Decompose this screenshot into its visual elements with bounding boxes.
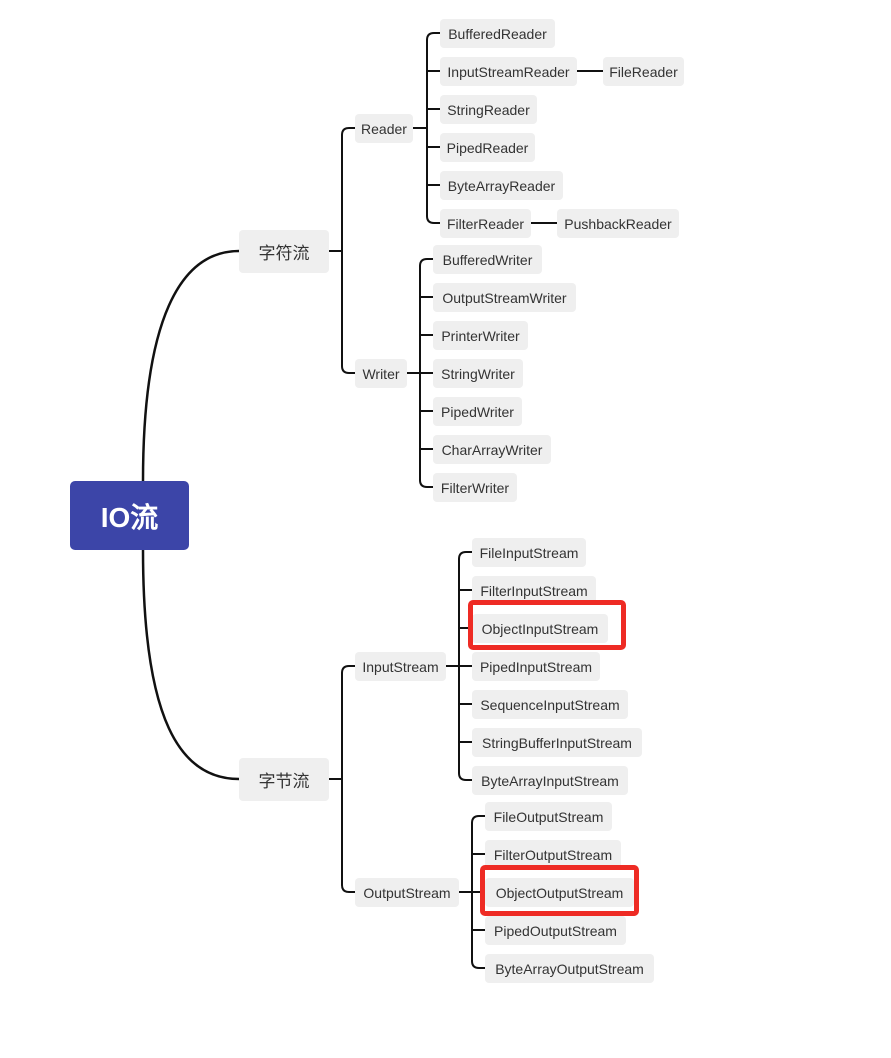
- node-pipedreader[interactable]: PipedReader: [440, 133, 535, 162]
- node-filterinputstream[interactable]: FilterInputStream: [472, 576, 596, 605]
- branch-node-byte-streams[interactable]: 字节流: [239, 758, 329, 801]
- node-objectoutputstream[interactable]: ObjectOutputStream: [485, 878, 634, 907]
- node-chararraywriter[interactable]: CharArrayWriter: [433, 435, 551, 464]
- node-fileoutputstream[interactable]: FileOutputStream: [485, 802, 612, 831]
- connector-byte-streams-branch-0: [341, 665, 356, 674]
- node-filterreader[interactable]: FilterReader: [440, 209, 531, 238]
- connector-reader-branch-0: [426, 32, 441, 41]
- node-objectinputstream[interactable]: ObjectInputStream: [472, 614, 608, 643]
- node-fileinputstream[interactable]: FileInputStream: [472, 538, 586, 567]
- node-stringwriter[interactable]: StringWriter: [433, 359, 523, 388]
- root-node[interactable]: IO流: [70, 481, 189, 550]
- node-sequenceinputstream[interactable]: SequenceInputStream: [472, 690, 628, 719]
- node-pushbackreader[interactable]: PushbackReader: [557, 209, 679, 238]
- connector-character-streams-branch-0: [341, 127, 356, 136]
- connector-inputstream-branch-0: [458, 551, 473, 560]
- connector-byte-streams-branch-1: [341, 884, 356, 893]
- node-stringreader[interactable]: StringReader: [440, 95, 537, 124]
- node-pipedinputstream[interactable]: PipedInputStream: [472, 652, 600, 681]
- connector-character-streams-branch-1: [341, 365, 356, 374]
- connector-root-to-byte-streams: [141, 548, 241, 781]
- connector-writer-branch-6: [419, 479, 434, 488]
- connector-reader-branch-5: [426, 215, 441, 224]
- node-bytearrayreader[interactable]: ByteArrayReader: [440, 171, 563, 200]
- connector-inputstream-branch-6: [458, 772, 473, 781]
- node-pipedwriter[interactable]: PipedWriter: [433, 397, 522, 426]
- connector-outputstream-branch-4: [471, 960, 486, 969]
- node-filereader[interactable]: FileReader: [603, 57, 684, 86]
- node-writer[interactable]: Writer: [355, 359, 407, 388]
- connector-outputstream-branch-0: [471, 815, 486, 824]
- branch-node-character-streams[interactable]: 字符流: [239, 230, 329, 273]
- node-stringbufferinputstream[interactable]: StringBufferInputStream: [472, 728, 642, 757]
- node-outputstream[interactable]: OutputStream: [355, 878, 459, 907]
- node-inputstream[interactable]: InputStream: [355, 652, 446, 681]
- connector-writer-branch-0: [419, 258, 434, 267]
- node-outputstreamwriter[interactable]: OutputStreamWriter: [433, 283, 576, 312]
- node-bytearrayinputstream[interactable]: ByteArrayInputStream: [472, 766, 628, 795]
- connector-root-to-character-streams: [141, 249, 241, 483]
- node-filteroutputstream[interactable]: FilterOutputStream: [485, 840, 621, 869]
- node-reader[interactable]: Reader: [355, 114, 413, 143]
- node-pipedoutputstream[interactable]: PipedOutputStream: [485, 916, 626, 945]
- node-bytearrayoutputstream[interactable]: ByteArrayOutputStream: [485, 954, 654, 983]
- node-inputstreamreader[interactable]: InputStreamReader: [440, 57, 577, 86]
- node-bufferedreader[interactable]: BufferedReader: [440, 19, 555, 48]
- node-printerwriter[interactable]: PrinterWriter: [433, 321, 528, 350]
- node-filterwriter[interactable]: FilterWriter: [433, 473, 517, 502]
- node-bufferedwriter[interactable]: BufferedWriter: [433, 245, 542, 274]
